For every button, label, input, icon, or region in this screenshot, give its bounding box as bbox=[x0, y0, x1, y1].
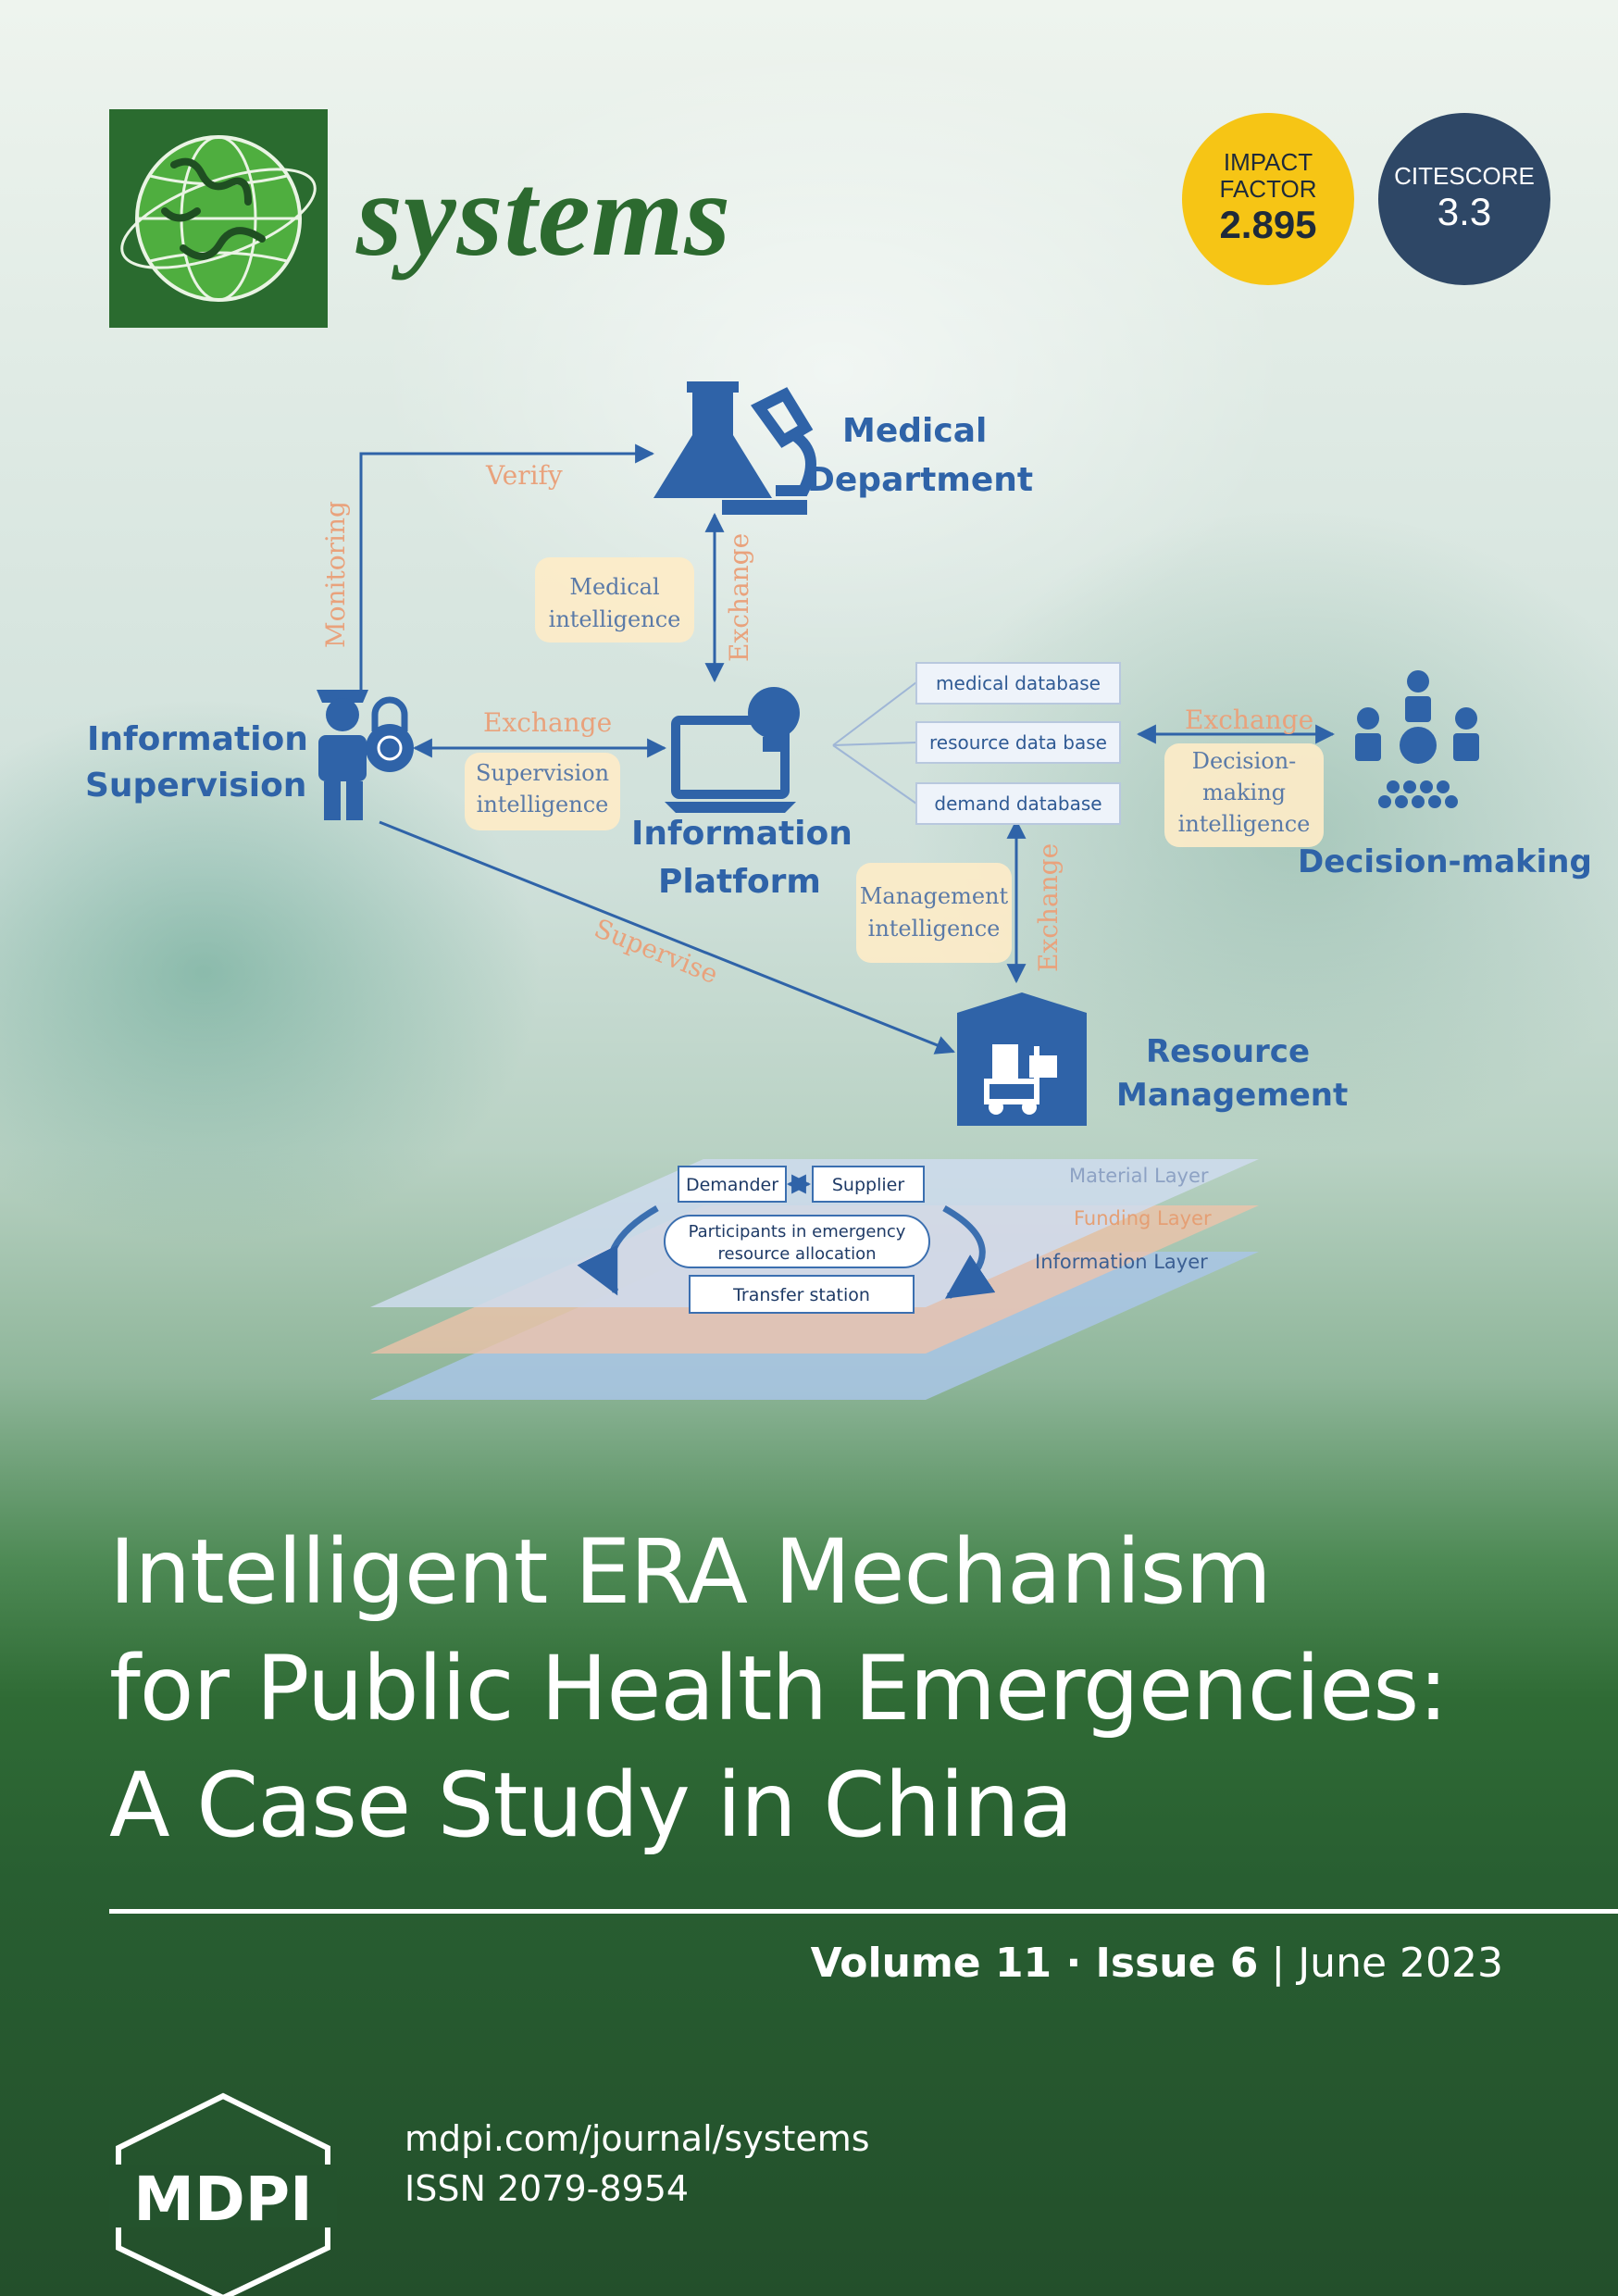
diagram-connectors bbox=[359, 443, 1336, 1054]
supervision-intelligence-box bbox=[465, 753, 620, 830]
material-layer-label: Material Layer bbox=[1069, 1165, 1209, 1187]
supervision-intelligence-label-1: Supervision bbox=[476, 760, 609, 786]
demander-box bbox=[678, 1166, 787, 1203]
medical-exchange-label: Exchange bbox=[724, 533, 754, 662]
supervision-node-label-2: Supervision bbox=[85, 767, 306, 805]
management-intelligence-box bbox=[856, 863, 1012, 963]
medical-intelligence-box bbox=[535, 557, 694, 643]
supervision-node-label-1: Information bbox=[87, 720, 308, 758]
resource-database-label: resource data base bbox=[929, 731, 1107, 754]
medical-node-label-1: Medical bbox=[842, 412, 987, 450]
management-intelligence-label-1: Management bbox=[860, 883, 1009, 909]
article-title-line-1: Intelligent ERA Mechanism bbox=[109, 1520, 1272, 1624]
citescore-value: 3.3 bbox=[1437, 190, 1492, 234]
supervision-intelligence-label-2: intelligence bbox=[477, 792, 609, 817]
journal-logo bbox=[109, 109, 328, 328]
participants-label-1: Participants in emergency bbox=[689, 1222, 906, 1242]
impact-factor-badge: IMPACT FACTOR 2.895 bbox=[1182, 113, 1354, 285]
issue-separator-bar: | bbox=[1258, 1940, 1299, 1987]
medical-intelligence-label-2: intelligence bbox=[549, 606, 681, 632]
resource-node-label-2: Management bbox=[1116, 1077, 1348, 1114]
decision-exchange-label: Exchange bbox=[1185, 705, 1313, 735]
decision-intelligence-label-1: Decision- bbox=[1192, 748, 1297, 774]
resource-database-box bbox=[915, 721, 1121, 764]
police-officer-icon bbox=[317, 690, 368, 820]
impact-factor-label-2: FACTOR bbox=[1219, 174, 1317, 203]
article-title: Intelligent ERA Mechanism for Public Hea… bbox=[109, 1514, 1553, 1864]
demander-label: Demander bbox=[686, 1175, 778, 1195]
demand-database-label: demand database bbox=[934, 792, 1101, 815]
cycle-arrow-right bbox=[942, 1204, 996, 1299]
medical-database-label: medical database bbox=[936, 672, 1101, 694]
supplier-label: Supplier bbox=[832, 1175, 904, 1195]
transfer-station-box bbox=[689, 1275, 915, 1314]
impact-factor-label-1: IMPACT bbox=[1223, 148, 1313, 177]
decision-node-label: Decision-making bbox=[1298, 843, 1592, 880]
decision-intelligence-label-2: making bbox=[1202, 780, 1286, 805]
issue-separator-dot: · bbox=[1052, 1940, 1096, 1987]
transfer-station-label: Transfer station bbox=[732, 1285, 870, 1305]
article-title-line-3: A Case Study in China bbox=[109, 1753, 1074, 1857]
resource-node-label-1: Resource bbox=[1146, 1033, 1310, 1070]
decision-intelligence-label-3: intelligence bbox=[1178, 811, 1311, 837]
laptop-lightbulb-icon bbox=[665, 687, 800, 813]
database-links bbox=[832, 681, 917, 805]
cover-diagram: Material Layer Funding Layer Information… bbox=[85, 381, 1592, 1400]
resource-exchange-label: Exchange bbox=[1033, 843, 1064, 972]
funding-layer-label: Funding Layer bbox=[1074, 1207, 1212, 1229]
supervise-arrow bbox=[379, 820, 955, 1054]
warehouse-forklift-icon bbox=[957, 992, 1087, 1126]
demand-database-box bbox=[915, 782, 1121, 825]
supervision-exchange-label: Exchange bbox=[483, 707, 612, 738]
citescore-badge: CITESCORE 3.3 bbox=[1378, 113, 1550, 285]
supplier-box bbox=[812, 1166, 925, 1203]
information-layer-label: Information Layer bbox=[1035, 1251, 1208, 1273]
globe-icon bbox=[120, 135, 317, 302]
people-group-icon bbox=[1355, 670, 1479, 808]
medical-intelligence-label-1: Medical bbox=[569, 574, 659, 600]
allocation-layers: Material Layer Funding Layer Information… bbox=[370, 1159, 1259, 1400]
participants-label-2: resource allocation bbox=[717, 1244, 876, 1264]
platform-node-label-1: Information bbox=[631, 815, 853, 853]
participants-box bbox=[664, 1215, 930, 1268]
verify-arrow bbox=[359, 443, 655, 690]
cycle-arrow-left bbox=[577, 1204, 659, 1296]
publisher-links: mdpi.com/journal/systems ISSN 2079-8954 bbox=[404, 2114, 870, 2214]
citescore-label: CITESCORE bbox=[1394, 161, 1535, 190]
hexagon-icon bbox=[116, 2092, 330, 2296]
impact-factor-value: 2.895 bbox=[1219, 203, 1317, 247]
management-intelligence-label-2: intelligence bbox=[868, 916, 1001, 942]
medical-database-box bbox=[915, 662, 1121, 705]
journal-name: systems bbox=[356, 149, 732, 281]
padlock-icon bbox=[366, 696, 414, 772]
monitoring-label: Monitoring bbox=[320, 501, 351, 648]
title-divider bbox=[109, 1909, 1618, 1914]
issue-number-label: Issue 6 bbox=[1095, 1940, 1259, 1987]
issn-label: ISSN 2079-8954 bbox=[404, 2168, 690, 2209]
flask-microscope-icon bbox=[653, 381, 816, 515]
volume-label: Volume 11 bbox=[810, 1940, 1052, 1987]
journal-url[interactable]: mdpi.com/journal/systems bbox=[404, 2118, 870, 2159]
mdpi-logo-text: MDPI bbox=[133, 2164, 312, 2235]
issue-info: Volume 11 · Issue 6 | June 2023 bbox=[811, 1940, 1503, 1987]
decision-intelligence-box bbox=[1164, 743, 1324, 847]
verify-label: Verify bbox=[485, 460, 563, 491]
medical-node-label-2: Department bbox=[807, 461, 1033, 499]
issue-date: June 2023 bbox=[1298, 1940, 1503, 1987]
article-title-line-2: for Public Health Emergencies: bbox=[109, 1637, 1449, 1741]
platform-node-label-2: Platform bbox=[658, 863, 821, 901]
mdpi-logo: MDPI bbox=[109, 2092, 337, 2296]
